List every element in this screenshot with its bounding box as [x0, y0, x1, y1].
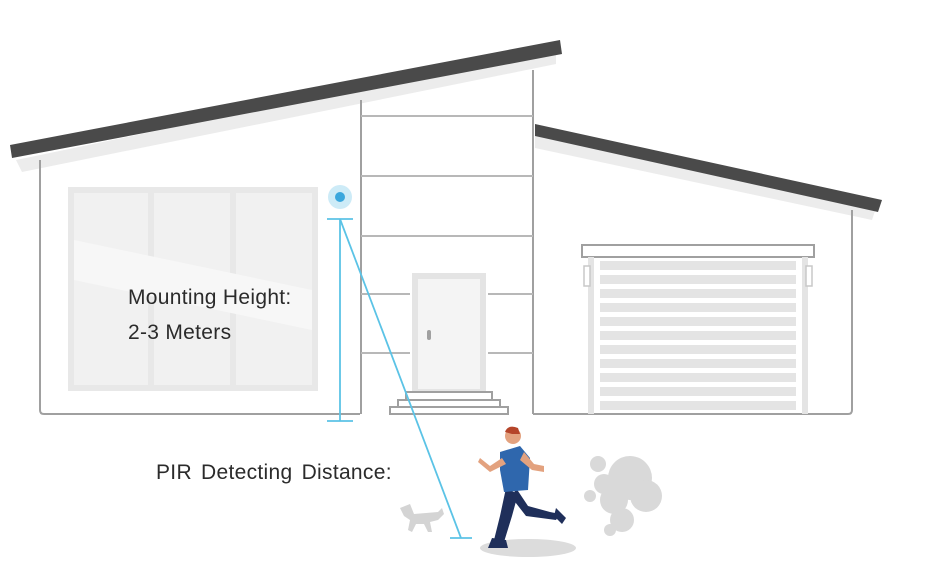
door-steps [389, 391, 509, 415]
running-person-icon [478, 426, 576, 557]
house-body [39, 70, 534, 415]
pir-detection-line [339, 218, 472, 539]
pir-distance-label: PIR Detecting Distance: [156, 461, 392, 484]
dust-cloud-icon [584, 456, 662, 536]
mounting-height-label: Mounting Height: [128, 286, 292, 309]
large-window [68, 187, 318, 391]
garage-door [581, 244, 815, 414]
dog-icon [400, 504, 444, 532]
right-roof [535, 124, 882, 220]
mounting-height-indicator [327, 218, 353, 422]
front-door [412, 273, 486, 392]
mounting-height-value: 2-3 Meters [128, 321, 232, 344]
garage-body [533, 210, 853, 415]
camera-icon [328, 185, 352, 209]
center-panels [361, 115, 533, 354]
left-roof [10, 40, 562, 172]
